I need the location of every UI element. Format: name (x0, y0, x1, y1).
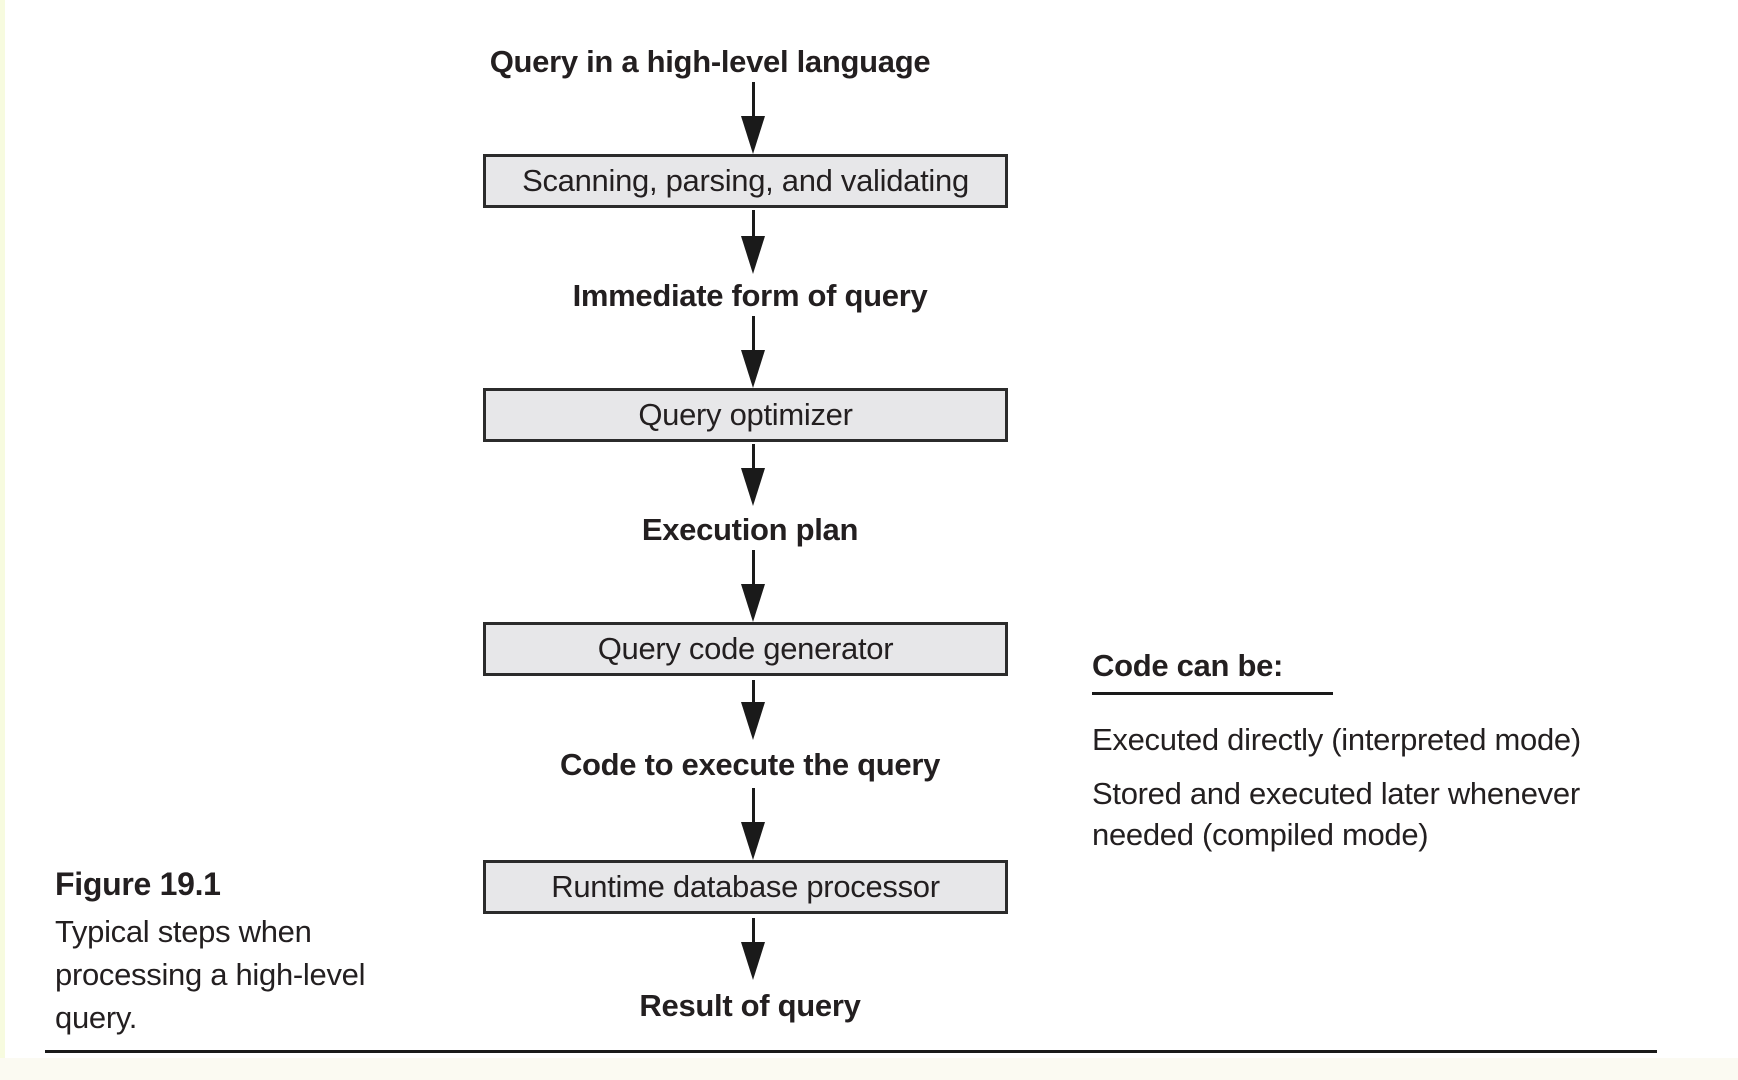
figure-caption-text: Typical steps when processing a high-lev… (55, 910, 415, 1039)
figure-caption-line: query. (55, 1000, 138, 1035)
down-arrow-icon (740, 210, 766, 274)
flow-label-result-of-query: Result of query (639, 988, 861, 1023)
figure-caption: Figure 19.1 Typical steps when processin… (55, 866, 415, 1039)
flow-box-scanning-parsing-validating: Scanning, parsing, and validating (483, 154, 1008, 208)
side-note-line: needed (compiled mode) (1092, 817, 1429, 852)
side-note-line: Stored and executed later whenever (1092, 776, 1580, 811)
flow-box-label: Runtime database processor (551, 869, 940, 904)
flow-box-label: Scanning, parsing, and validating (522, 163, 969, 198)
side-note-item: Executed directly (interpreted mode) (1092, 719, 1592, 760)
figure-caption-number: Figure 19.1 (55, 866, 221, 902)
flow-box-label: Query optimizer (638, 397, 853, 432)
down-arrow-icon (740, 918, 766, 980)
down-arrow-icon (740, 444, 766, 506)
flow-box-query-code-generator: Query code generator (483, 622, 1008, 676)
side-note-line: Executed directly (interpreted mode) (1092, 722, 1581, 757)
bottom-divider-rule (45, 1050, 1657, 1053)
side-note-heading: Code can be: (1092, 648, 1334, 695)
side-note-item: Stored and executed later whenever neede… (1092, 773, 1592, 855)
figure-caption-line: processing a high-level (55, 957, 366, 992)
down-arrow-icon (740, 680, 766, 740)
flow-box-query-optimizer: Query optimizer (483, 388, 1008, 442)
page-edge-strip (0, 0, 5, 1080)
flow-label-immediate-form-of-query: Immediate form of query (572, 278, 928, 313)
down-arrow-icon (740, 82, 766, 154)
flow-label-query-in-high-level-language: Query in a high-level language (489, 44, 931, 79)
page-bottom-band (0, 1058, 1738, 1080)
flow-label-execution-plan: Execution plan (641, 512, 859, 547)
figure-caption-line: Typical steps when (55, 914, 312, 949)
flow-box-label: Query code generator (597, 631, 894, 666)
down-arrow-icon (740, 550, 766, 622)
flow-label-code-to-execute-query: Code to execute the query (559, 747, 941, 782)
down-arrow-icon (740, 788, 766, 860)
flow-box-runtime-database-processor: Runtime database processor (483, 860, 1008, 914)
side-note-code-modes: Code can be: Executed directly (interpre… (1092, 648, 1592, 855)
down-arrow-icon (740, 316, 766, 388)
